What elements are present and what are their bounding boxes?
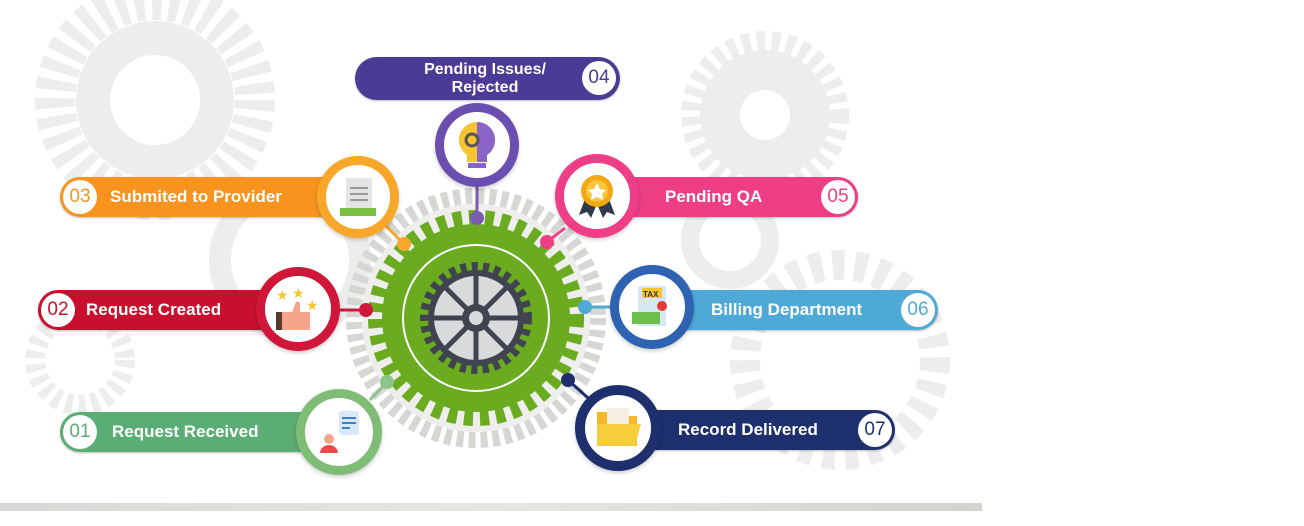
step-03-number: 03 (63, 180, 97, 214)
award-ribbon-icon (555, 154, 639, 238)
step-01-title: Request Received (112, 422, 259, 441)
thumbs-up-stars-icon: ★★★ (256, 267, 340, 351)
step-02-number: 02 (41, 293, 75, 327)
svg-text:★: ★ (276, 287, 289, 303)
step-06-number: 06 (901, 293, 935, 327)
step-07-label: Record Delivered 07 (620, 410, 895, 450)
step-01-number: 01 (63, 415, 97, 449)
step-04-title-line2: Rejected (451, 79, 519, 96)
workflow-infographic: Pending Issues/ Rejected 04 03 Submited … (0, 0, 982, 511)
gear-icon (420, 262, 532, 374)
svg-text:★: ★ (306, 297, 319, 313)
bg-gear-icon (681, 31, 849, 199)
tax-icon-text: TAX (643, 290, 659, 299)
bg-gear-ring (76, 21, 234, 179)
user-chat-icon (296, 389, 382, 475)
tax-money-icon: TAX (610, 265, 694, 349)
folder-icon (575, 385, 661, 471)
svg-text:★: ★ (292, 286, 305, 301)
bg-gear-ring (700, 50, 830, 180)
step-06-title: Billing Department (711, 300, 863, 319)
lightbulb-gear-icon (435, 103, 519, 187)
step-03-title: Submited to Provider (110, 187, 282, 206)
step-05-number: 05 (821, 180, 855, 214)
document-icon (317, 156, 399, 238)
step-04-label: Pending Issues/ Rejected 04 (355, 57, 620, 100)
step-05-label: Pending QA 05 (600, 177, 858, 217)
bg-gear-icon (730, 250, 950, 470)
bg-gear-icon (35, 0, 275, 220)
step-07-title: Record Delivered (678, 420, 818, 439)
step-07-number: 07 (858, 413, 892, 447)
background-gears (25, 0, 950, 470)
step-02-title: Request Created (86, 300, 222, 319)
step-05-title: Pending QA (665, 187, 763, 206)
outer-gear-teeth (346, 188, 606, 448)
step-04-title-line1: Pending Issues/ (424, 61, 546, 78)
bottom-strip (0, 503, 982, 511)
step-03-label: 03 Submited to Provider (60, 177, 360, 217)
step-04-number: 04 (582, 61, 616, 95)
